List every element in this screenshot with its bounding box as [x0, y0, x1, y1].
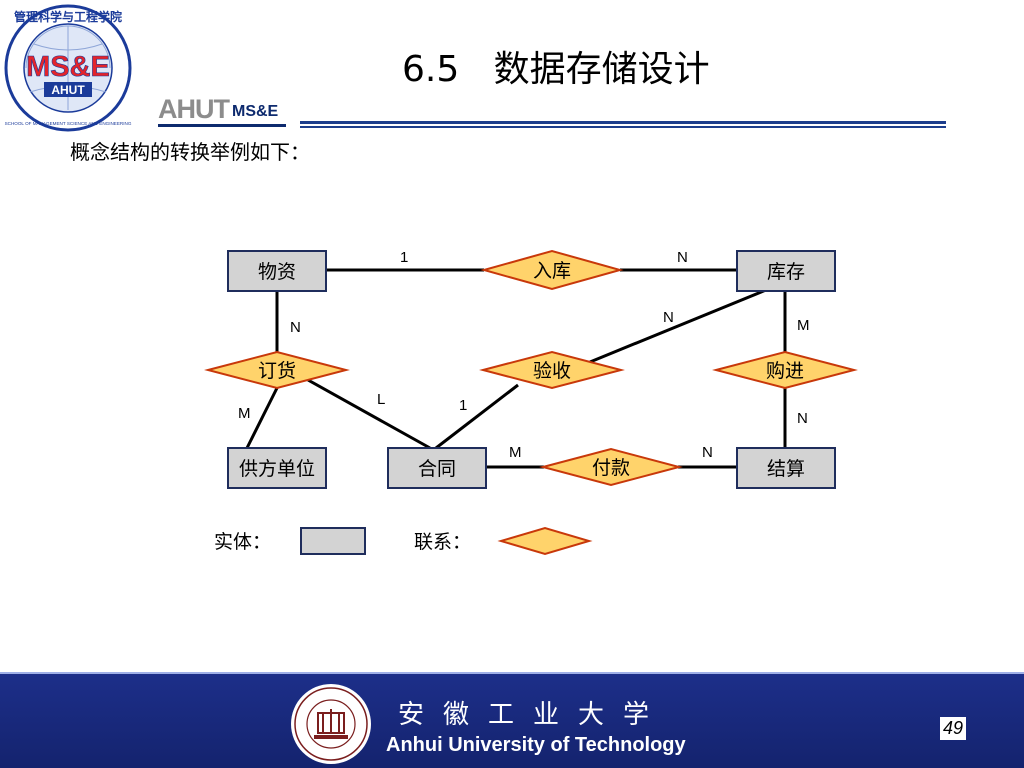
edge-dinghuo-gongfang: [245, 387, 279, 449]
card-dinghuo-gongfang: M: [238, 405, 251, 422]
entity-jiesuan: 结算: [736, 447, 836, 489]
footer-bar: [0, 672, 1024, 768]
entity-hetong-label: 合同: [418, 458, 456, 480]
brand-underline: [158, 124, 286, 127]
relation-dinghuo: 订货: [204, 350, 350, 390]
entity-wuzi: 物资: [227, 250, 327, 292]
relation-fukuan: 付款: [539, 447, 683, 487]
relation-yanshou: 验收: [479, 350, 625, 390]
edge-yanshou-kucun: [589, 288, 767, 364]
relation-ruku-label: 入库: [533, 260, 571, 282]
title-rule-top: [300, 121, 946, 124]
entity-kucun: 库存: [736, 250, 836, 292]
university-name-cn: 安徽工业大学: [398, 700, 669, 730]
university-emblem: [291, 684, 371, 764]
entity-gongfang: 供方单位: [227, 447, 327, 489]
card-ruku-kucun: N: [677, 249, 688, 266]
card-wuzi-dinghuo: N: [290, 319, 301, 336]
entity-gongfang-label: 供方单位: [239, 458, 315, 480]
entity-kucun-label: 库存: [767, 261, 805, 283]
entity-jiesuan-label: 结算: [767, 458, 805, 480]
university-name-en: Anhui University of Technology: [386, 734, 686, 756]
intro-text: 概念结构的转换举例如下：: [70, 140, 310, 164]
edge-hetong-yanshou: [435, 383, 519, 450]
card-kucun-goujin: M: [797, 317, 810, 334]
logo-ring-en: SCHOOL OF MANAGEMENT SCIENCE AND ENGINEE…: [5, 121, 132, 126]
footer-top-line: [0, 672, 1024, 674]
page-number: 49: [940, 717, 967, 740]
entity-hetong: 合同: [387, 447, 487, 489]
relation-fukuan-label: 付款: [592, 457, 630, 479]
logo-sub-text: AHUT: [51, 83, 85, 97]
relation-yanshou-label: 验收: [533, 360, 571, 382]
brand-sub-text: MS&E: [232, 103, 279, 120]
relation-goujin-label: 购进: [766, 360, 804, 382]
legend-entity-label: 实体：: [214, 531, 271, 553]
entity-wuzi-label: 物资: [258, 261, 296, 283]
legend-relation-swatch: [497, 526, 593, 556]
relation-ruku: 入库: [480, 249, 624, 291]
edge-dinghuo-hetong: [307, 378, 431, 450]
relation-goujin: 购进: [712, 350, 858, 390]
card-goujin-jiesuan: N: [797, 410, 808, 427]
legend: 实体： 联系：: [214, 526, 593, 556]
card-dinghuo-hetong: L: [377, 391, 385, 408]
card-fukuan-jiesuan: N: [702, 444, 713, 461]
card-hetong-fukuan: M: [509, 444, 522, 461]
card-hetong-yanshou: 1: [459, 397, 467, 414]
legend-relation-label: 联系：: [414, 531, 471, 553]
card-wuzi-ruku: 1: [400, 249, 408, 266]
logo-main-text: MS&E: [26, 51, 110, 83]
logo-ring-text: 管理科学与工程学院: [14, 9, 122, 24]
school-logo: 管理科学与工程学院 SCHOOL OF MANAGEMENT SCIENCE A…: [4, 4, 132, 132]
relation-dinghuo-label: 订货: [258, 360, 296, 382]
page-title: 6.5 数据存储设计: [402, 49, 710, 90]
title-rule-bottom: [300, 126, 946, 128]
legend-entity-swatch: [300, 527, 366, 555]
brand-main-text: AHUT: [158, 94, 230, 124]
card-yanshou-kucun: N: [663, 309, 674, 326]
